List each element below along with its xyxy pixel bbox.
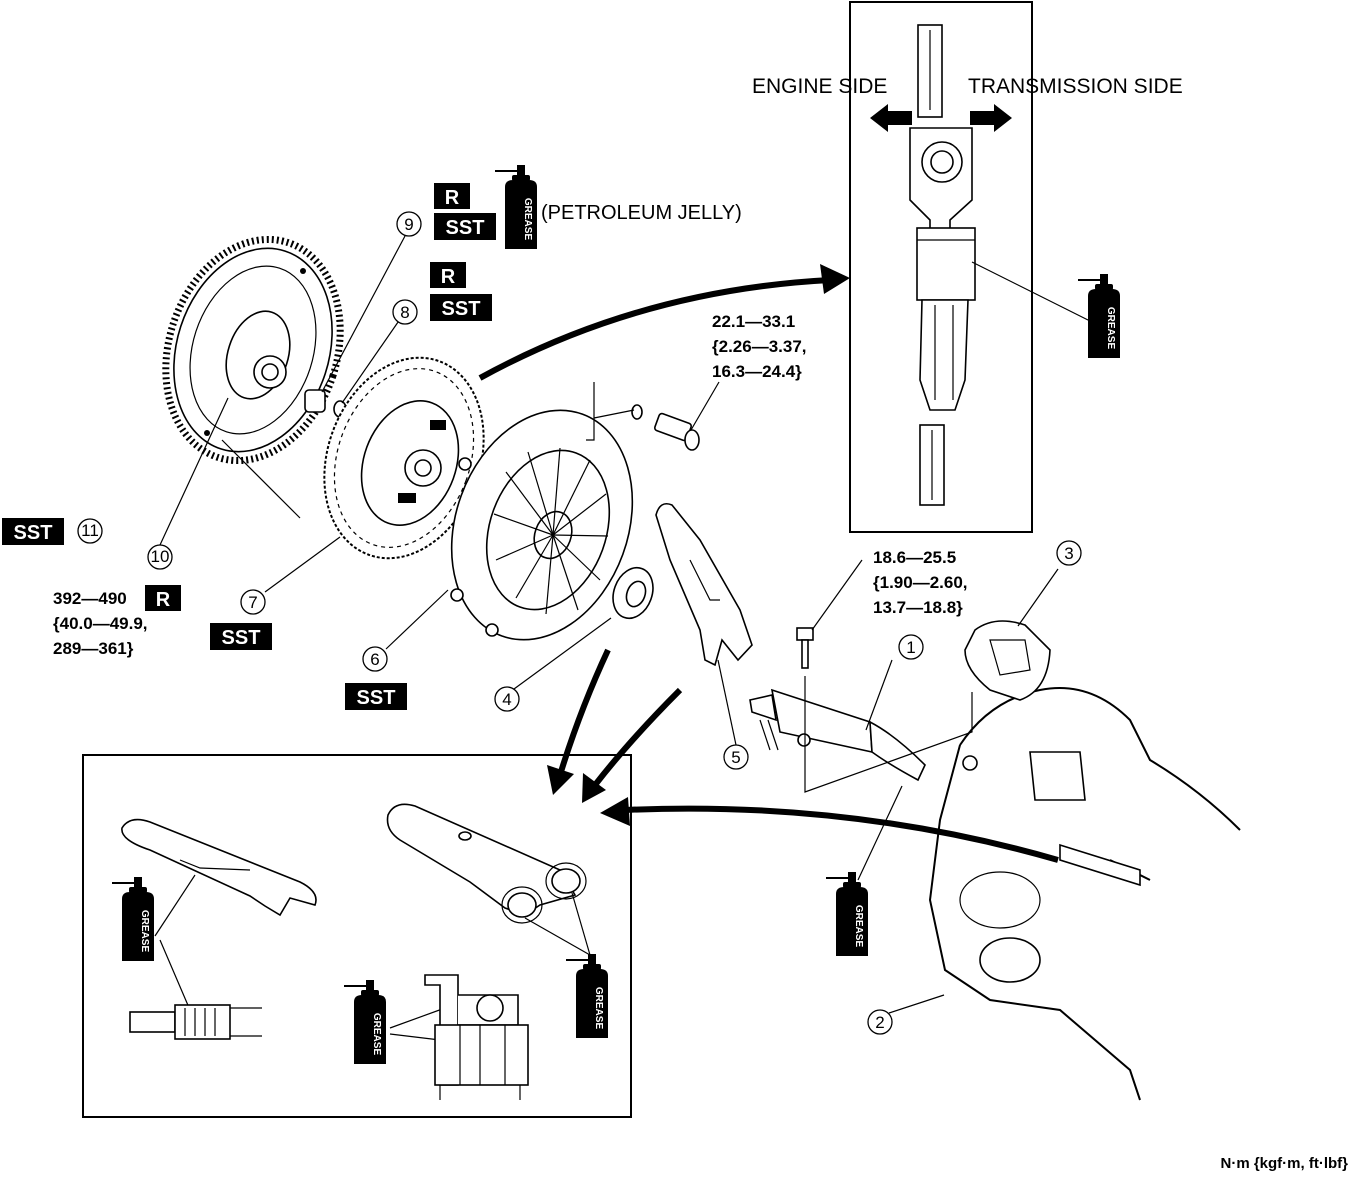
svg-text:GREASE: GREASE	[853, 905, 864, 948]
svg-text:22.1—33.1: 22.1—33.1	[712, 312, 795, 331]
clutch-disc	[323, 356, 485, 560]
sst-badge: SST	[210, 623, 272, 650]
svg-text:GREASE: GREASE	[593, 987, 604, 1030]
release-cylinder-bolt	[796, 627, 814, 669]
callout-9: 9	[396, 211, 422, 237]
release-fork	[655, 502, 753, 667]
svg-text:1: 1	[906, 638, 915, 657]
callout-7: 7	[240, 589, 266, 615]
svg-text:5: 5	[731, 748, 740, 767]
svg-text:392—490: 392—490	[53, 589, 127, 608]
svg-text:SST: SST	[442, 298, 481, 320]
callout-1: 1	[898, 634, 924, 660]
callout-6: 6	[362, 646, 388, 672]
inset-release-fork	[121, 818, 317, 917]
svg-text:SST: SST	[14, 522, 53, 544]
svg-text:R: R	[441, 266, 456, 288]
svg-text:SST: SST	[357, 687, 396, 709]
flywheel	[162, 235, 344, 465]
svg-text:R: R	[156, 589, 171, 611]
svg-text:16.3—24.4}: 16.3—24.4}	[712, 362, 802, 381]
torque-spec-pressure-plate: 22.1—33.1 {2.26—3.37, 16.3—24.4}	[712, 312, 807, 381]
callout-8: 8	[392, 299, 418, 325]
inset-release-fork-cross-section	[849, 1, 1033, 533]
torque-spec-release-cylinder: 18.6—25.5 {1.90—2.60, 13.7—18.8}	[873, 548, 968, 617]
svg-text:{2.26—3.37,: {2.26—3.37,	[712, 337, 807, 356]
engine-side-label: ENGINE SIDE	[752, 75, 887, 98]
transmission-case	[928, 687, 1241, 1101]
input-shaft	[1059, 843, 1141, 887]
r-badge: R	[430, 262, 466, 288]
svg-text:{1.90—2.60,: {1.90—2.60,	[873, 573, 968, 592]
svg-text:3: 3	[1064, 544, 1073, 563]
sst-badge: SST	[434, 213, 496, 240]
svg-text:GREASE: GREASE	[139, 910, 150, 953]
svg-text:GREASE: GREASE	[371, 1013, 382, 1056]
r-badge: R	[434, 183, 470, 209]
svg-text:R: R	[445, 187, 460, 209]
svg-text:8: 8	[400, 303, 409, 322]
release-bearing	[612, 566, 654, 620]
svg-text:6: 6	[370, 650, 379, 669]
engine-side-arrow	[870, 104, 912, 132]
sst-badge: SST	[430, 294, 492, 321]
callout-3: 3	[1056, 540, 1082, 566]
grease-icon: GREASE	[565, 953, 609, 1039]
torque-spec-flywheel-bolt: 392—490 {40.0—49.9, 289—361}	[53, 589, 148, 658]
pilot-bearing	[304, 389, 326, 413]
release-cylinder-boot	[964, 620, 1051, 701]
clutch-release-cylinder	[749, 688, 926, 782]
callout-2: 2	[867, 1009, 893, 1035]
inset-release-bearing-section	[424, 974, 529, 1100]
svg-text:289—361}: 289—361}	[53, 639, 134, 658]
svg-text:SST: SST	[222, 627, 261, 649]
svg-text:9: 9	[404, 215, 413, 234]
r-badge: R	[145, 585, 181, 611]
svg-text:{40.0—49.9,: {40.0—49.9,	[53, 614, 148, 633]
svg-text:2: 2	[875, 1013, 884, 1032]
inset-release-fork-rear	[386, 803, 587, 924]
inset-fork-drawing	[909, 24, 1093, 506]
svg-text:4: 4	[502, 690, 511, 709]
inset-input-shaft	[129, 1004, 262, 1040]
grease-icon: GREASE	[111, 876, 155, 962]
callout-4: 4	[494, 686, 520, 712]
grease-icon: GREASE	[494, 164, 538, 250]
callout-10: 10	[147, 544, 173, 570]
clutch-cover-bolt	[631, 404, 700, 451]
svg-text:SST: SST	[446, 217, 485, 239]
svg-text:10: 10	[151, 547, 170, 566]
clutch-cover	[450, 409, 634, 641]
grease-icon: GREASE	[825, 871, 869, 957]
units-legend: N·m {kgf·m, ft·lbf}	[1221, 1155, 1349, 1172]
svg-text:GREASE: GREASE	[522, 198, 533, 241]
grease-icon: GREASE	[1077, 273, 1121, 359]
transmission-side-label: TRANSMISSION SIDE	[968, 75, 1183, 98]
petroleum-jelly-label: (PETROLEUM JELLY)	[541, 202, 742, 224]
svg-text:GREASE: GREASE	[1105, 307, 1116, 350]
transmission-side-arrow	[970, 104, 1012, 132]
svg-text:18.6—25.5: 18.6—25.5	[873, 548, 956, 567]
callout-11: 11	[77, 518, 103, 544]
sst-badge: SST	[2, 518, 64, 545]
svg-text:13.7—18.8}: 13.7—18.8}	[873, 598, 963, 617]
inset-grease-points	[82, 754, 632, 1118]
svg-text:7: 7	[248, 593, 257, 612]
grease-icon: GREASE	[343, 979, 387, 1065]
svg-text:11: 11	[81, 521, 99, 540]
sst-badge: SST	[345, 683, 407, 710]
callout-5: 5	[723, 744, 749, 770]
